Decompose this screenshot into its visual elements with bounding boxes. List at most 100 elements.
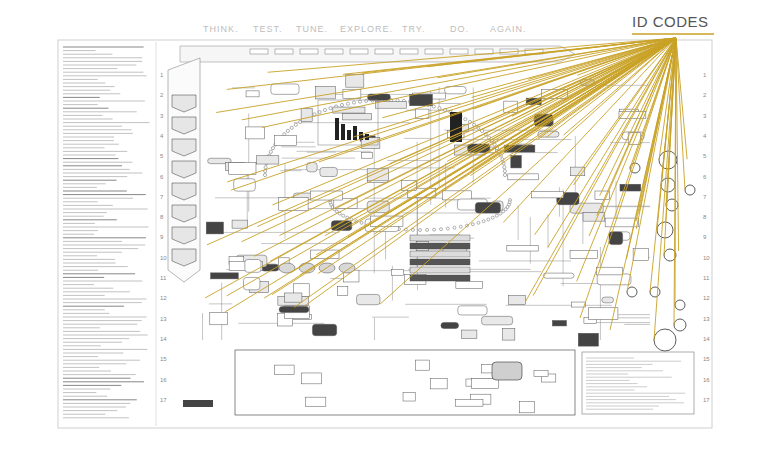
chain-dot bbox=[352, 101, 355, 104]
banner-box bbox=[300, 49, 318, 54]
grid-number: 3 bbox=[703, 113, 706, 119]
panel-box bbox=[301, 373, 321, 384]
component-box bbox=[274, 135, 296, 145]
grid-number: 14 bbox=[703, 336, 710, 342]
text-line bbox=[63, 223, 95, 224]
panel-box bbox=[534, 370, 548, 376]
legend-line bbox=[586, 396, 669, 397]
text-line bbox=[63, 313, 109, 314]
legend-line bbox=[586, 367, 642, 368]
grid-number: 11 bbox=[160, 275, 166, 281]
leader-line bbox=[257, 38, 676, 227]
text-line bbox=[63, 137, 114, 138]
component-box bbox=[570, 250, 598, 258]
grid-number: 15 bbox=[703, 356, 710, 362]
text-line bbox=[63, 299, 146, 300]
database-symbol bbox=[492, 362, 522, 380]
wire bbox=[617, 314, 650, 315]
panel-box bbox=[471, 379, 498, 389]
text-line bbox=[63, 93, 120, 94]
logo-mark bbox=[183, 400, 213, 407]
chain-dot bbox=[318, 110, 321, 113]
text-line bbox=[63, 65, 136, 66]
panel-box bbox=[456, 399, 483, 406]
chain-dot bbox=[438, 107, 441, 110]
chart-frame bbox=[318, 100, 378, 145]
chart-bar bbox=[347, 130, 351, 140]
text-line bbox=[63, 54, 113, 55]
chain-dot bbox=[264, 166, 267, 169]
text-line bbox=[63, 407, 126, 408]
wire bbox=[280, 170, 301, 171]
wire bbox=[530, 217, 531, 263]
text-line bbox=[63, 183, 106, 184]
chain-dot bbox=[504, 208, 507, 211]
text-line bbox=[63, 86, 115, 87]
text-line bbox=[63, 248, 138, 249]
grid-number: 7 bbox=[160, 194, 163, 200]
component-box bbox=[532, 192, 564, 198]
text-line bbox=[63, 151, 127, 152]
wire bbox=[209, 303, 232, 304]
text-line bbox=[63, 338, 129, 339]
chain-dot bbox=[495, 214, 498, 217]
leader-line bbox=[294, 38, 676, 307]
component-box bbox=[244, 277, 260, 289]
text-line bbox=[63, 219, 117, 220]
text-line bbox=[63, 176, 127, 177]
chain-dot bbox=[464, 118, 467, 121]
chain-dot bbox=[269, 150, 272, 153]
text-line bbox=[63, 259, 115, 260]
text-line bbox=[63, 158, 118, 159]
grid-number: 10 bbox=[160, 255, 167, 261]
text-line bbox=[63, 180, 117, 181]
text-line bbox=[63, 284, 94, 285]
grid-number: 5 bbox=[160, 153, 163, 159]
grid-number: 2 bbox=[703, 92, 706, 98]
node-circle bbox=[654, 329, 676, 351]
chain-dot bbox=[358, 100, 361, 103]
text-line bbox=[63, 90, 110, 91]
process-column bbox=[168, 58, 200, 282]
text-line bbox=[63, 234, 94, 235]
banner-box bbox=[250, 49, 268, 54]
leader-line bbox=[279, 38, 676, 236]
wire bbox=[281, 146, 316, 147]
component-box bbox=[361, 138, 380, 149]
chain-dot bbox=[453, 226, 456, 229]
text-line bbox=[63, 363, 126, 364]
leader-line bbox=[659, 38, 676, 160]
text-line bbox=[63, 291, 130, 292]
text-column bbox=[63, 47, 150, 418]
banner-word: AGAIN. bbox=[490, 25, 527, 34]
component-box bbox=[206, 222, 223, 234]
text-line bbox=[63, 173, 142, 174]
wire bbox=[548, 215, 549, 249]
text-line bbox=[63, 309, 105, 310]
legend-line bbox=[586, 406, 659, 407]
text-line bbox=[63, 414, 105, 415]
legend-line bbox=[586, 386, 647, 387]
text-line bbox=[63, 104, 98, 105]
wire bbox=[589, 322, 650, 323]
text-line bbox=[63, 263, 116, 264]
chevron-block bbox=[172, 183, 196, 200]
text-line bbox=[63, 101, 145, 102]
leader-line bbox=[382, 38, 676, 118]
component-box bbox=[232, 220, 247, 228]
leader-line bbox=[300, 38, 676, 275]
banner-box bbox=[450, 49, 468, 54]
text-line bbox=[63, 126, 122, 127]
table-row bbox=[410, 267, 470, 273]
banner-word: THINK. bbox=[203, 25, 239, 34]
banner-word: TRY. bbox=[402, 25, 425, 34]
text-line bbox=[63, 374, 136, 375]
chain-dot bbox=[340, 103, 343, 106]
component-box bbox=[456, 281, 483, 288]
legend-line bbox=[586, 383, 638, 384]
text-line bbox=[63, 410, 117, 411]
text-line bbox=[63, 266, 128, 267]
text-line bbox=[63, 331, 140, 332]
banner-word: DO. bbox=[450, 25, 469, 34]
